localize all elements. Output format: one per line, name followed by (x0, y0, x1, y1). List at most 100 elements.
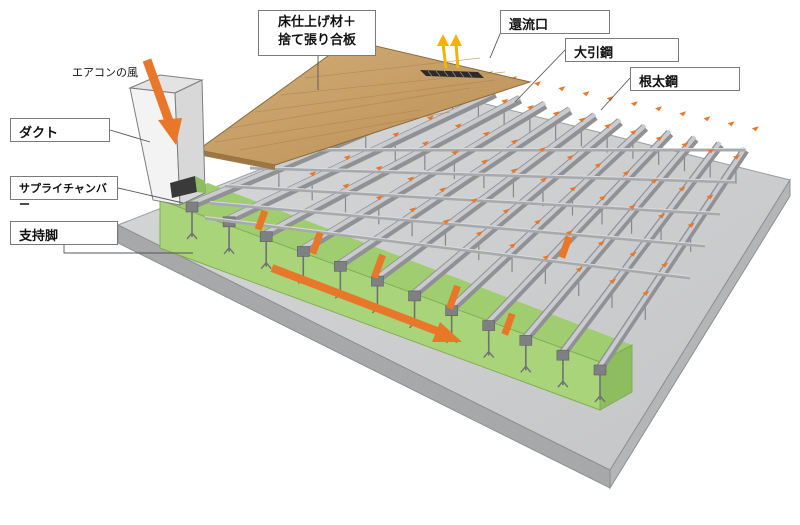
air-arrow-marker (582, 91, 590, 97)
air-arrow-marker (681, 142, 689, 148)
air-arrow-marker (343, 154, 351, 160)
air-arrow-marker (482, 131, 490, 137)
air-arrow-marker (501, 98, 509, 104)
air-arrow-marker (407, 176, 415, 182)
air-arrow-marker (658, 213, 666, 219)
air-arrow-marker (565, 230, 573, 236)
air-arrow-marker (442, 219, 450, 225)
air-arrow-marker (609, 278, 616, 284)
joist-rail-highlight (249, 166, 736, 181)
main-beam-highlight (487, 129, 672, 323)
air-arrow-marker (594, 162, 602, 168)
joist-rail-highlight (224, 184, 721, 213)
air-arrow-marker (538, 147, 546, 153)
air-arrow-marker (569, 186, 577, 192)
chamber-airflow-arrow (270, 264, 462, 342)
main-beam-highlight (450, 123, 647, 309)
supply-chamber-label-text: サプライチャンバー (19, 182, 107, 211)
floor-finish-label-line2: 捨て張り合板 (277, 33, 356, 48)
air-arrow-marker (534, 219, 542, 225)
air-arrow-marker (630, 101, 638, 107)
main-beam-end (556, 349, 570, 361)
air-arrow-marker (542, 255, 550, 261)
main-beam-highlight (302, 101, 547, 250)
air-arrow-marker (480, 159, 488, 165)
support-leg-label: 支持脚 (10, 221, 118, 245)
main-steel-label: 大引鋼 (565, 38, 679, 62)
air-arrow-marker (655, 135, 663, 141)
air-arrow-marker (526, 104, 534, 110)
support-leg-foot (186, 231, 198, 240)
air-arrow-marker (409, 207, 417, 213)
support-leg-foot (260, 261, 272, 270)
air-arrow-marker (707, 148, 715, 154)
joist-rail-highlight (204, 216, 691, 277)
main-beam-end (482, 320, 496, 331)
floor-finish-label: 床仕上げ材＋ 捨て張り合板 (258, 10, 376, 56)
return-vent-label-text: 還流口 (509, 18, 549, 33)
air-arrow-marker (678, 186, 686, 192)
air-arrow-marker (502, 208, 510, 214)
air-arrow-marker (679, 111, 687, 117)
air-duct (128, 74, 206, 206)
return-vent-label: 還流口 (500, 10, 610, 34)
support-leg-foot (223, 246, 235, 255)
air-arrow-marker (597, 241, 605, 247)
wood-grain (214, 57, 506, 151)
air-arrow-marker (732, 154, 740, 160)
air-arrow-marker (451, 150, 459, 156)
main-beam-end (408, 290, 421, 302)
main-beam-highlight (339, 106, 572, 264)
air-arrow-marker (309, 171, 317, 177)
support-leg-label-text: 支持脚 (19, 229, 59, 244)
air-arrow-marker (642, 290, 650, 296)
air-arrow-marker (629, 129, 637, 135)
concrete-slab-side (609, 178, 791, 490)
air-arrow-marker (727, 121, 735, 127)
air-arrow-marker (575, 266, 583, 272)
joist-steel-label-text: 根太鋼 (639, 75, 679, 90)
aircon-wind-label: エアコンの風 (72, 66, 138, 79)
return-air-arrowheads (437, 34, 462, 46)
air-arrow-marker (539, 177, 547, 183)
air-arrow-marker (687, 222, 695, 228)
air-arrow-marker (475, 231, 483, 237)
main-beam-highlight (561, 141, 722, 353)
air-arrow-marker (578, 117, 586, 123)
air-arrow-marker (552, 111, 560, 117)
airflow-small-arrows (275, 71, 759, 296)
air-arrow-marker (599, 195, 607, 201)
air-arrow-marker (751, 126, 759, 132)
air-arrow-marker (510, 168, 518, 174)
joist-rail (209, 201, 706, 248)
main-beam-end (519, 335, 533, 346)
air-arrow-marker (661, 262, 669, 268)
air-arrow-marker (510, 139, 518, 145)
air-arrow-marker (438, 187, 446, 193)
main-steel-label-text: 大引鋼 (574, 46, 614, 61)
air-arrow-marker (375, 195, 383, 201)
air-arrow-marker (622, 170, 630, 176)
return-air-arrows (441, 43, 460, 69)
support-leg-foot (520, 365, 532, 373)
return-vent-grille (420, 70, 484, 78)
main-beam-end (593, 364, 607, 376)
air-arrow-marker (629, 251, 637, 257)
air-arrow-marker (650, 178, 658, 184)
air-arrow-marker (342, 183, 350, 189)
air-arrow-marker (509, 243, 517, 249)
air-arrow-marker (706, 194, 714, 200)
main-beam-end (185, 201, 199, 213)
main-beam-end (259, 231, 273, 242)
support-leg-foot (557, 380, 569, 388)
air-arrow-marker (703, 116, 711, 122)
main-beam-end (296, 246, 310, 257)
air-arrow-marker (375, 165, 383, 171)
air-arrow-marker (604, 123, 612, 129)
duct-label: ダクト (10, 118, 110, 142)
air-arrow-marker (470, 198, 478, 204)
air-arrow-marker (426, 115, 434, 121)
main-beam-highlight (598, 146, 747, 368)
